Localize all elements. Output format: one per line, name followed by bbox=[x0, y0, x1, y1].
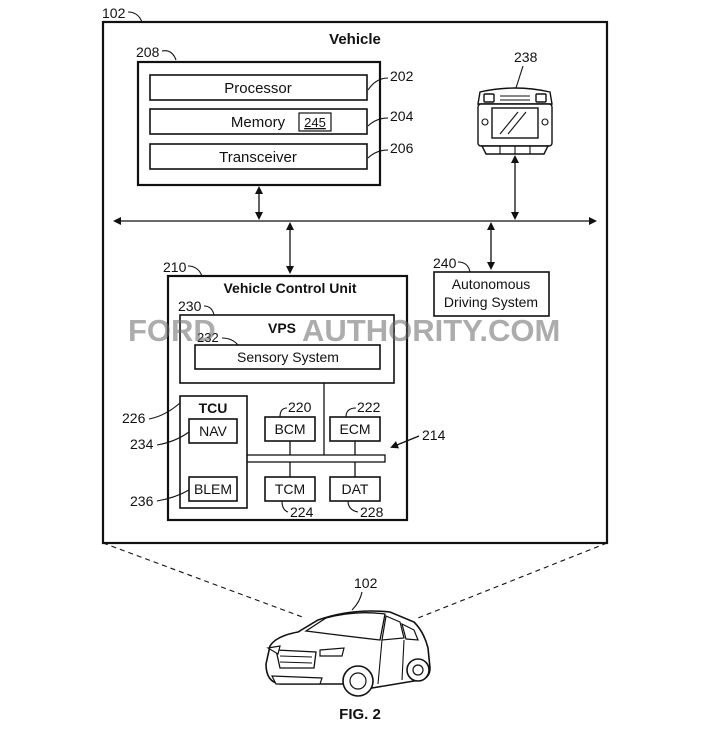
processor-ref-label: 202 bbox=[390, 68, 414, 84]
sensory-ref-leader bbox=[221, 337, 239, 346]
blem-ref-leader bbox=[156, 489, 190, 502]
tcm-box bbox=[264, 476, 316, 502]
display-unit-icon bbox=[477, 87, 553, 155]
computer-ref-leader bbox=[161, 50, 177, 61]
car-illustration bbox=[265, 610, 431, 697]
display-ref-leader bbox=[515, 65, 524, 89]
vcu-title: Vehicle Control Unit bbox=[223, 280, 356, 296]
vps-label: VPS bbox=[268, 320, 296, 336]
nav-ref-label: 234 bbox=[130, 436, 154, 452]
sensory-box bbox=[194, 344, 381, 370]
autonomous-label-line2: Driving System bbox=[444, 294, 538, 310]
vcu-ref-label: 210 bbox=[163, 259, 187, 275]
tcu-label: TCU bbox=[199, 400, 228, 416]
blem-label: BLEM bbox=[194, 481, 232, 497]
transceiver-ref-leader bbox=[367, 149, 389, 159]
memory-ref-leader bbox=[367, 117, 389, 127]
transceiver-box bbox=[149, 143, 368, 170]
ecm-ref-leader bbox=[345, 407, 357, 418]
autonomous-box bbox=[433, 271, 550, 317]
bcm-label: BCM bbox=[274, 421, 305, 437]
car-ref-leader bbox=[351, 591, 363, 611]
ecm-ref-label: 222 bbox=[357, 399, 381, 415]
dat-ref-label: 228 bbox=[360, 504, 384, 520]
nav-label: NAV bbox=[199, 423, 227, 439]
memory-label: Memory bbox=[231, 114, 286, 131]
dat-label: DAT bbox=[342, 481, 369, 497]
tcm-ref-label: 224 bbox=[290, 504, 314, 520]
nav-box bbox=[188, 418, 238, 444]
processor-ref-leader bbox=[367, 77, 389, 91]
processor-box bbox=[149, 74, 368, 101]
autonomous-ref-label: 240 bbox=[433, 255, 457, 271]
nav-ref-leader bbox=[156, 431, 190, 446]
ecm-label: ECM bbox=[339, 421, 370, 437]
ecm-box bbox=[329, 416, 381, 442]
transceiver-ref-label: 206 bbox=[390, 140, 414, 156]
memory-code-label: 245 bbox=[304, 115, 326, 130]
tcu-ref-label: 226 bbox=[122, 410, 146, 426]
bcm-ref-leader bbox=[279, 407, 288, 418]
memory-ref-label: 204 bbox=[390, 108, 414, 124]
can-bus-ref-arrow bbox=[390, 435, 420, 449]
computer-ref-label: 208 bbox=[136, 44, 160, 60]
transceiver-label: Transceiver bbox=[219, 149, 297, 166]
dat-ref-leader bbox=[347, 500, 359, 513]
blem-ref-label: 236 bbox=[130, 493, 154, 509]
watermark-ford: FORD bbox=[128, 313, 216, 348]
vehicle-ref-leader bbox=[127, 11, 143, 23]
autonomous-ref-leader bbox=[457, 261, 471, 273]
display-ref-label: 238 bbox=[514, 49, 538, 65]
sensory-label: Sensory System bbox=[237, 349, 339, 365]
can-bus-ref-label: 214 bbox=[422, 427, 446, 443]
vehicle-title: Vehicle bbox=[329, 31, 381, 48]
vps-ref-leader bbox=[203, 305, 215, 316]
car-ref-label: 102 bbox=[354, 575, 378, 591]
tcm-ref-leader bbox=[281, 500, 289, 513]
vcu-ref-leader bbox=[187, 265, 203, 277]
projection-line-left bbox=[102, 542, 306, 619]
tcm-label: TCM bbox=[275, 481, 305, 497]
vps-ref-label: 230 bbox=[178, 298, 202, 314]
memory-code-box bbox=[298, 112, 332, 132]
watermark-authority: AUTHORITY.COM bbox=[302, 313, 560, 348]
bcm-box bbox=[264, 416, 316, 442]
sensory-ref-label: 232 bbox=[197, 330, 219, 345]
bcm-ref-label: 220 bbox=[288, 399, 312, 415]
projection-line-right bbox=[417, 542, 608, 619]
dat-box bbox=[329, 476, 381, 502]
figure-label: FIG. 2 bbox=[339, 706, 381, 723]
tcu-ref-leader bbox=[148, 402, 181, 420]
processor-label: Processor bbox=[224, 80, 292, 97]
blem-box bbox=[188, 476, 238, 502]
vehicle-ref-label: 102 bbox=[102, 5, 126, 21]
autonomous-label-line1: Autonomous bbox=[452, 276, 531, 292]
